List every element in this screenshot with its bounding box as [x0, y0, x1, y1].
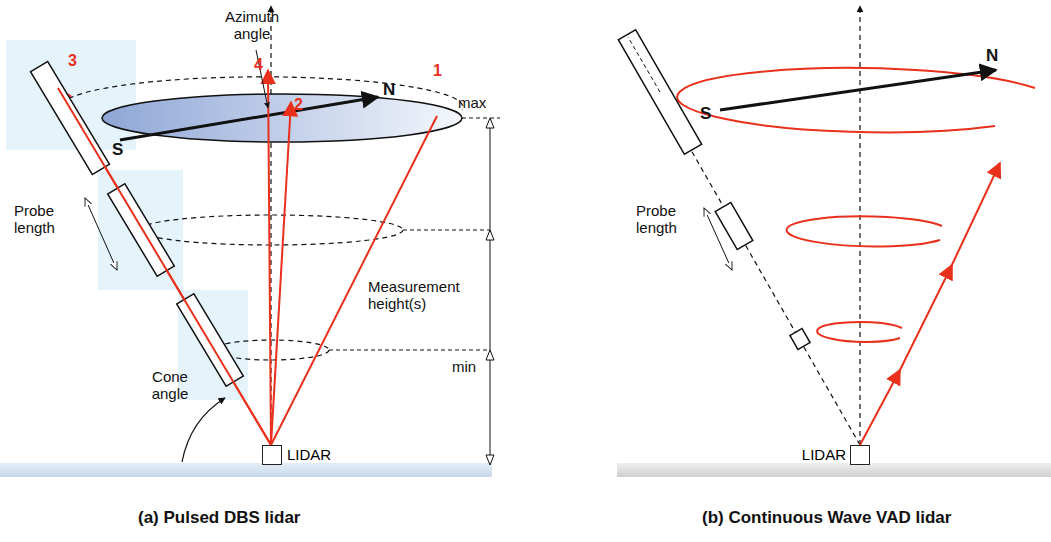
- compass-letter: S: [112, 140, 123, 160]
- device-label: LIDAR: [287, 446, 331, 463]
- callout-number: 2: [294, 96, 303, 114]
- callout-number: 1: [433, 62, 442, 80]
- dimension-label: Probe length: [14, 202, 78, 237]
- callout-number: 3: [68, 52, 77, 70]
- compass-letter: S: [700, 104, 711, 124]
- dimension-label: Measurement height(s): [368, 278, 480, 313]
- panel-caption: (a) Pulsed DBS lidar: [138, 508, 300, 528]
- panel-caption: (b) Continuous Wave VAD lidar: [702, 508, 951, 528]
- lidar-unit: LIDAR: [262, 445, 282, 465]
- lidar-unit: LIDAR: [850, 445, 870, 465]
- angle-label: Azimuth angle: [212, 8, 292, 43]
- compass-letter: N: [986, 46, 998, 66]
- angle-label: Cone angle: [140, 368, 200, 403]
- callout-number: 4: [254, 56, 263, 74]
- dimension-label: max: [458, 94, 486, 111]
- dimension-label: min: [452, 358, 476, 375]
- device-label: LIDAR: [802, 446, 846, 463]
- dimension-label: Probe length: [636, 202, 700, 237]
- compass-letter: N: [383, 80, 395, 100]
